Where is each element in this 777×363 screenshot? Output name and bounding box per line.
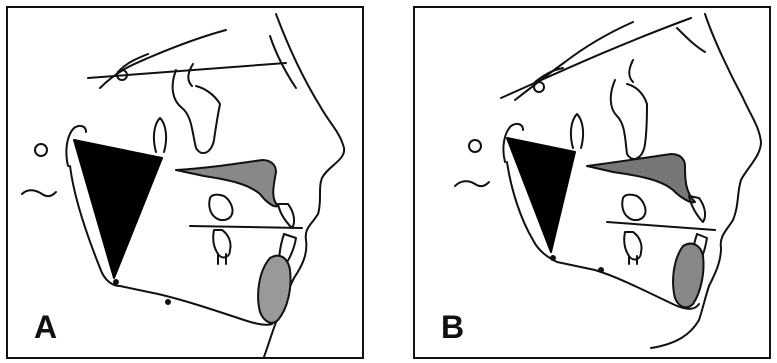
panel-a: A [6, 6, 364, 359]
cranial-base-sketch-2 [120, 54, 148, 70]
occlusal-line [190, 226, 302, 228]
cephalometric-tracing-a [8, 8, 362, 357]
lower-molar [624, 232, 641, 259]
coronoid [571, 114, 583, 148]
sella-point [534, 82, 544, 92]
gonial-triangle [507, 138, 575, 252]
panel-b: B [413, 6, 771, 359]
orbit-outline [611, 80, 647, 159]
symphysis [673, 244, 703, 308]
palatal-plane-shape [587, 154, 695, 202]
squiggle [22, 190, 56, 196]
coronoid [154, 118, 166, 152]
panel-label-a: A [34, 311, 57, 343]
sn-line [501, 18, 691, 98]
gonion-point [114, 280, 118, 284]
pterygoid-outline [188, 64, 193, 86]
gonial-triangle [74, 140, 162, 278]
orbit-outline [173, 70, 220, 153]
porion-circle [469, 140, 481, 152]
gonion-point [551, 256, 555, 260]
porion-circle [35, 144, 47, 156]
cephalometric-tracing-b [415, 8, 769, 357]
occlusal-line [607, 222, 715, 230]
menton-point [166, 300, 170, 304]
cranial-base-sketch [515, 22, 633, 100]
pterygoid-outline [629, 60, 633, 82]
symphysis [258, 256, 290, 323]
panel-label-b: B [441, 311, 464, 343]
upper-molar [622, 195, 645, 220]
nasal-bone [677, 28, 705, 52]
upper-molar [209, 195, 232, 220]
squiggle [455, 181, 489, 186]
menton-point [599, 268, 603, 272]
nasal-bone [270, 36, 296, 88]
lower-molar [213, 230, 230, 257]
upper-incisor [278, 204, 294, 228]
